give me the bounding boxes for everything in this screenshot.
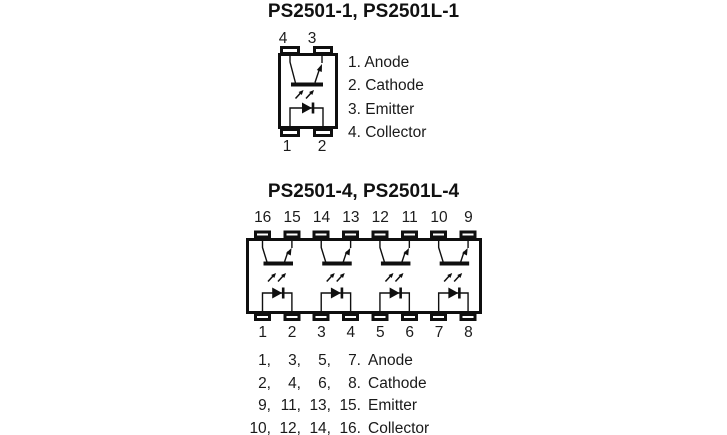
legend-pin: 7. <box>348 352 361 369</box>
legend-pin: 11, <box>280 397 301 414</box>
legend-line: 2. Cathode <box>348 77 424 95</box>
pin-number: 7 <box>434 324 444 341</box>
pin-number: 1 <box>282 138 292 155</box>
pin-number: 2 <box>317 138 327 155</box>
package-outline <box>278 53 338 129</box>
legend-label: Emitter <box>368 397 418 414</box>
quad-bottom-pin-numbers: 1 2 3 4 5 6 7 8 <box>248 324 483 341</box>
pin-number: 3 <box>307 30 317 47</box>
pin-number: 14 <box>312 209 331 226</box>
led-symbol <box>289 102 324 128</box>
legend-line: 1, 3, 5, 7. Anode <box>242 350 429 373</box>
legend-pin: 2, <box>258 374 271 392</box>
pin-number: 15 <box>283 209 301 226</box>
quad-top-pin-numbers: 16 15 14 13 12 11 10 9 <box>248 209 483 226</box>
light-arrows-icon <box>294 90 314 100</box>
legend-line: 9, 11, 13, 15. Emitter <box>242 395 429 418</box>
legend-pin: 15. <box>339 397 361 414</box>
quad-package-pin-legend: 1, 3, 5, 7. Anode 2, 4, 6, 8. Cathode 9,… <box>242 350 429 435</box>
legend-pin: 1, <box>258 352 271 369</box>
legend-label: Cathode <box>368 374 427 392</box>
pin-stubs-top <box>254 230 477 239</box>
legend-line: 4. Collector <box>348 124 427 142</box>
pin-stub <box>313 46 333 55</box>
legend-pin: 6, <box>318 374 331 392</box>
package-outline <box>246 238 482 314</box>
pin-stubs-bottom <box>254 313 477 321</box>
quad-package-title: PS2501-4, PS2501L-4 <box>267 181 460 202</box>
pin-stub <box>280 46 300 55</box>
single-package-title: PS2501-1, PS2501L-1 <box>267 1 460 22</box>
pin-number: 1 <box>258 324 267 341</box>
pin-number: 2 <box>287 324 297 341</box>
pin-number: 3 <box>317 324 326 341</box>
legend-pin: 3, <box>288 352 301 369</box>
legend-line: 10, 12, 14, 16. Collector <box>242 418 429 435</box>
pin-number: 8 <box>464 324 473 341</box>
pin-stub <box>313 128 333 137</box>
pin-number: 5 <box>375 324 385 341</box>
dip4-package-diagram <box>278 46 338 137</box>
legend-label: Collector <box>368 419 430 435</box>
pin-number: 4 <box>346 324 356 341</box>
pin-number: 6 <box>405 324 414 341</box>
phototransistor-symbol <box>289 54 323 87</box>
pin-number: 16 <box>254 209 272 226</box>
legend-pin: 9, <box>258 397 271 414</box>
pin-number: 11 <box>401 209 418 226</box>
pin-number: 12 <box>371 209 389 226</box>
pin-number: 4 <box>278 30 288 47</box>
legend-pin: 8. <box>348 374 361 392</box>
legend-line: 2, 4, 6, 8. Cathode <box>242 373 429 396</box>
legend-pin: 12, <box>279 419 301 435</box>
pin-number: 10 <box>430 209 448 226</box>
legend-pin: 10, <box>249 419 271 435</box>
legend-pin: 13, <box>309 397 331 414</box>
pin-number: 9 <box>464 209 473 226</box>
legend-label: Anode <box>368 352 413 369</box>
pin-stub <box>280 128 300 137</box>
pin-number: 13 <box>342 209 360 226</box>
dip16-package-diagram <box>246 230 482 321</box>
legend-line: 1. Anode <box>348 54 410 71</box>
legend-pin: 4, <box>288 374 301 392</box>
legend-pin: 14, <box>309 419 331 435</box>
legend-pin: 5, <box>318 352 331 369</box>
single-package-pin-legend: 1. Anode 2. Cathode 3. Emitter 4. Collec… <box>348 51 426 145</box>
legend-line: 3. Emitter <box>348 100 415 118</box>
legend-pin: 16. <box>339 419 361 435</box>
